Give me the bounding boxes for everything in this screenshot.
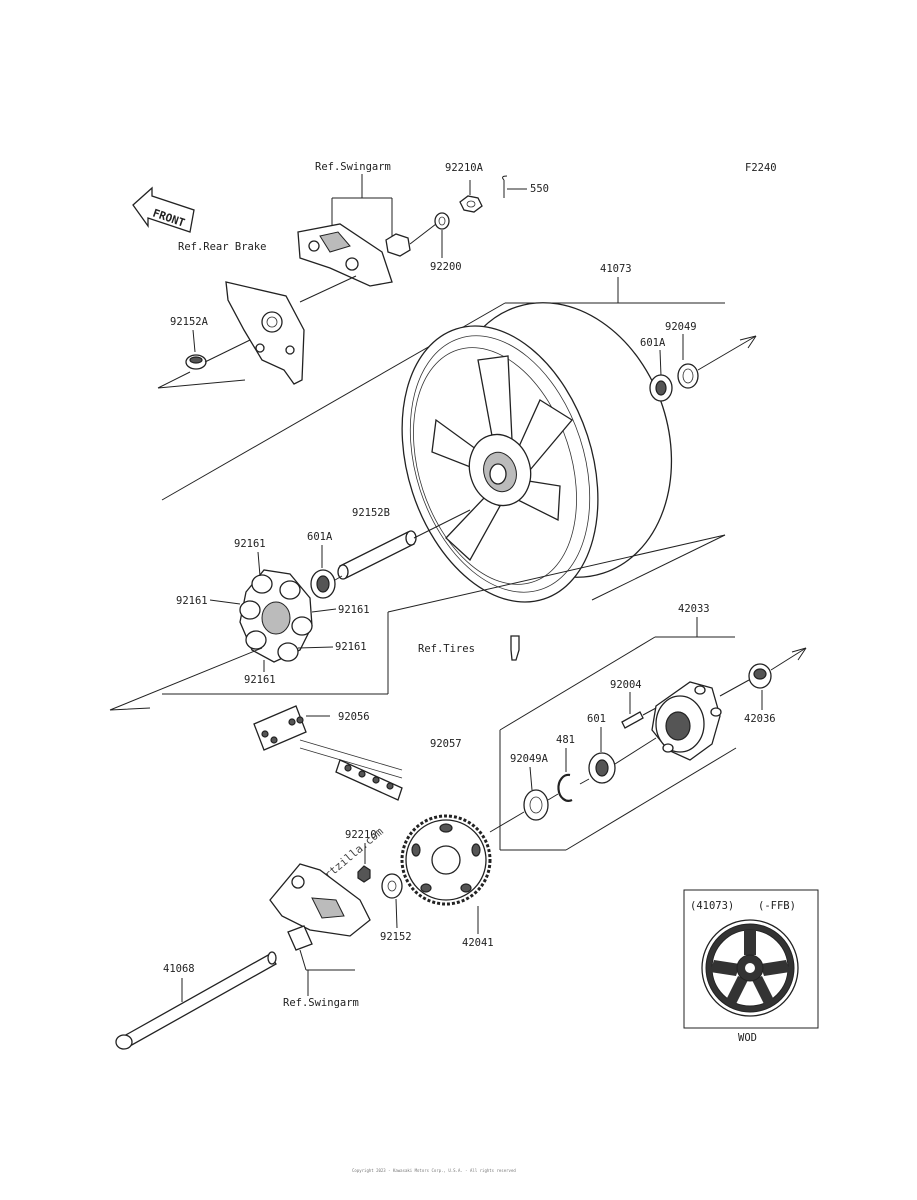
axle-41068 bbox=[115, 951, 277, 1050]
snap-ring-481 bbox=[557, 773, 573, 802]
washer-92200 bbox=[434, 212, 450, 230]
ref-swingarm-top: Ref.Swingarm bbox=[315, 161, 391, 173]
label-481: 481 bbox=[556, 734, 575, 746]
sprocket-42041 bbox=[400, 814, 492, 906]
label-42036: 42036 bbox=[744, 713, 776, 725]
page-code: F2240 bbox=[745, 162, 777, 174]
nut-92210A bbox=[459, 195, 483, 213]
chain-joint-92056 bbox=[253, 705, 307, 751]
label-92210: 92210 bbox=[345, 829, 377, 841]
inset-color: WOD bbox=[738, 1032, 757, 1044]
label-92161-right2: 92161 bbox=[335, 641, 367, 653]
label-92200: 92200 bbox=[430, 261, 462, 273]
label-92152: 92152 bbox=[380, 931, 412, 943]
label-92210A: 92210A bbox=[445, 162, 484, 174]
label-601A-left: 601A bbox=[307, 531, 333, 543]
stud-92004 bbox=[621, 711, 644, 729]
label-601A-right: 601A bbox=[640, 337, 666, 349]
label-92161-left: 92161 bbox=[176, 595, 208, 607]
label-92004: 92004 bbox=[610, 679, 642, 691]
label-92161-right: 92161 bbox=[338, 604, 370, 616]
sprocket-coupling-42033 bbox=[651, 681, 722, 761]
bearing-601A-right bbox=[649, 374, 673, 402]
rear-wheel-41073 bbox=[401, 302, 673, 603]
label-42033: 42033 bbox=[678, 603, 710, 615]
seal-92049A bbox=[523, 789, 549, 821]
label-42041: 42041 bbox=[462, 937, 494, 949]
label-92049: 92049 bbox=[665, 321, 697, 333]
brake-bracket-plate bbox=[225, 281, 305, 385]
collar-42036 bbox=[748, 663, 772, 689]
damper-92161 bbox=[239, 569, 313, 663]
collar-92152 bbox=[381, 873, 403, 899]
label-92056: 92056 bbox=[338, 711, 370, 723]
chain-92057 bbox=[299, 739, 403, 801]
seal-92049 bbox=[677, 363, 699, 389]
bearing-601 bbox=[588, 752, 616, 784]
label-550: 550 bbox=[530, 183, 549, 195]
spacer-92152B bbox=[337, 530, 417, 580]
nut-92210 bbox=[357, 865, 371, 883]
cotter-pin-550 bbox=[502, 175, 508, 198]
front-arrow-icon: FRONT bbox=[132, 186, 195, 233]
inset-part: (41073) bbox=[690, 900, 734, 912]
label-41073: 41073 bbox=[600, 263, 632, 275]
label-92152B: 92152B bbox=[352, 507, 390, 519]
label-92057: 92057 bbox=[430, 738, 462, 750]
collar-92152A bbox=[185, 354, 207, 370]
label-92152A: 92152A bbox=[170, 316, 209, 328]
label-41068: 41068 bbox=[163, 963, 195, 975]
nut-adjuster bbox=[385, 233, 411, 257]
copyright: Copyright 2023 - Kawasaki Motors Corp., … bbox=[352, 1168, 516, 1173]
wheel-icon bbox=[701, 919, 799, 1017]
label-92049A: 92049A bbox=[510, 753, 549, 765]
variant-inset: (41073) (-FFB) WOD bbox=[683, 889, 819, 1044]
inset-variant: (-FFB) bbox=[758, 900, 796, 912]
ref-swingarm-bottom: Ref.Swingarm bbox=[283, 997, 359, 1009]
lower-bracket bbox=[269, 863, 371, 937]
label-601: 601 bbox=[587, 713, 606, 725]
label-92161-bottom: 92161 bbox=[244, 674, 276, 686]
bearing-601A-left bbox=[310, 569, 336, 599]
chain-adjuster bbox=[287, 925, 313, 951]
caliper-bracket bbox=[297, 223, 393, 287]
ref-tires: Ref.Tires bbox=[418, 643, 475, 655]
ref-rear-brake: Ref.Rear Brake bbox=[178, 241, 267, 253]
valve-icon bbox=[510, 635, 520, 661]
label-92161-top: 92161 bbox=[234, 538, 266, 550]
